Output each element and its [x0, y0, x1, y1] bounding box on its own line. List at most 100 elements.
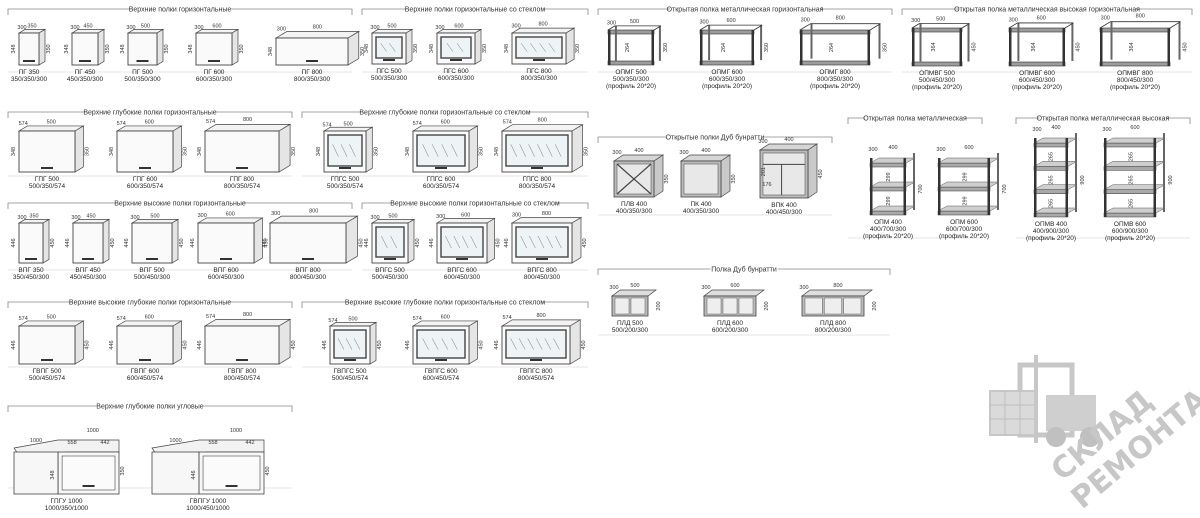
cabinet-side — [74, 320, 84, 365]
dimension-label: 574 — [206, 314, 215, 320]
handle-bar — [82, 485, 95, 487]
dimension-label: 600 — [726, 18, 735, 24]
dimension-label: 300 — [130, 215, 139, 221]
oak-shelf-cell — [706, 297, 722, 315]
glass-hatch — [536, 338, 543, 350]
item-size: 450/450/300 — [70, 274, 107, 281]
dimension-label: 600 — [145, 119, 154, 125]
dimension-label: 450 — [358, 238, 364, 247]
cabinet-side — [102, 218, 110, 264]
dimension-label: 348 — [364, 44, 370, 53]
item-size: 800/350/300 — [817, 76, 854, 83]
glass-hatch — [548, 43, 556, 52]
dimension-label: 300 — [512, 213, 521, 219]
handle-bar — [146, 258, 158, 260]
item-name: ВПГ 450 — [75, 267, 101, 274]
rack-shelf — [1103, 142, 1157, 148]
item-size: 450/350/300 — [67, 76, 104, 83]
handle-bar — [302, 258, 314, 260]
glass-panel — [505, 134, 569, 167]
dimension-label: 350 — [29, 214, 38, 220]
metal-rail — [1008, 22, 1018, 29]
item-size: 800/450/300 — [290, 274, 327, 281]
dimension-label: 600 — [964, 145, 973, 151]
section-rule-right — [541, 301, 589, 308]
cabinet-front — [116, 325, 174, 365]
glass-hatch — [431, 338, 439, 350]
item-note: (профиль 20*20) — [606, 83, 656, 90]
section-rule-right — [965, 117, 983, 124]
rack-post — [1065, 138, 1068, 217]
section-rule-left — [1015, 117, 1040, 124]
dimension-label: 350 — [575, 44, 581, 53]
cabinet-top — [510, 27, 576, 34]
cabinet-side — [565, 27, 575, 65]
item-name: ПЛВ 400 — [621, 201, 647, 208]
item-name: ВПГС 500 — [375, 267, 405, 274]
rack-shelf-top — [869, 157, 916, 164]
cabinet-top — [115, 320, 183, 327]
item-note: (профиль 20*20) — [702, 83, 752, 90]
dimension-label: 446 — [405, 340, 411, 349]
oak-shelf-cell — [614, 297, 630, 315]
item-size: 800/350/300 — [294, 76, 331, 83]
section-title: Верхние высокие глубокие полки горизонта… — [345, 299, 545, 307]
section-s3: Открытая полка металлическая горизонталь… — [597, 7, 893, 73]
dimension-label: 300 — [1101, 16, 1110, 22]
dimension-label: 450 — [1183, 42, 1189, 51]
dimension-label: 558 — [208, 440, 217, 446]
cabinet-top — [274, 31, 361, 39]
item-name: ВПГ 600 — [213, 267, 239, 274]
dimension-label: 500 — [388, 214, 397, 220]
cabinet-side — [231, 28, 239, 66]
dimension-label: 300 — [801, 18, 810, 24]
rack-shelf — [869, 162, 907, 168]
item-size: 500/350/574 — [29, 183, 66, 190]
section-title: Открытые полки Дуб бунратти — [666, 134, 765, 142]
item-size: 1000/450/1000 — [186, 505, 230, 512]
rack-shelf-top — [1033, 184, 1078, 190]
dimension-label: 350 — [584, 147, 590, 156]
cabinet-front — [127, 32, 158, 66]
cabinet-top — [411, 320, 479, 327]
section-rule-left — [597, 268, 711, 275]
dimension-label: 350 — [120, 466, 126, 475]
dimension-label: 450 — [478, 340, 484, 349]
dimension-label: 600 — [145, 314, 154, 320]
rack-shelf — [1033, 189, 1069, 194]
corner-door — [202, 455, 261, 491]
dimension-label: 450 — [818, 169, 824, 178]
dimension-label: 450 — [84, 340, 90, 349]
section-title: Верхние глубокие полки горизонтальные — [83, 109, 216, 117]
cabinet-side — [171, 218, 179, 264]
glass-hatch — [345, 338, 353, 350]
metal-rail — [1099, 21, 1111, 29]
dimension-label: 800 — [309, 209, 318, 215]
dimension-label: 800 — [243, 312, 252, 318]
glass-hatch — [544, 338, 552, 350]
dimension-label: 900 — [1080, 175, 1086, 184]
section-rule-left — [901, 8, 959, 15]
item-size: 500/350/300 — [371, 75, 408, 82]
cabinet-top — [500, 319, 582, 327]
item-size: 600/350/574 — [127, 183, 164, 190]
item-size: 500/200/300 — [612, 327, 649, 334]
item-size: 400/350/300 — [616, 208, 653, 215]
metal-rail — [753, 24, 763, 31]
glass-hatch — [431, 144, 439, 157]
item-name: ОПМВГ 500 — [919, 70, 955, 77]
handle-bar — [344, 359, 356, 361]
cabinet-front — [204, 130, 280, 173]
rack-shelf-top — [1033, 137, 1078, 144]
oak-shelf-cell — [824, 297, 842, 315]
glass-hatch — [530, 43, 537, 52]
dimension-label: 300 — [1009, 17, 1018, 23]
section-s14: Верхние высокие глубокие полки горизонта… — [301, 299, 589, 368]
